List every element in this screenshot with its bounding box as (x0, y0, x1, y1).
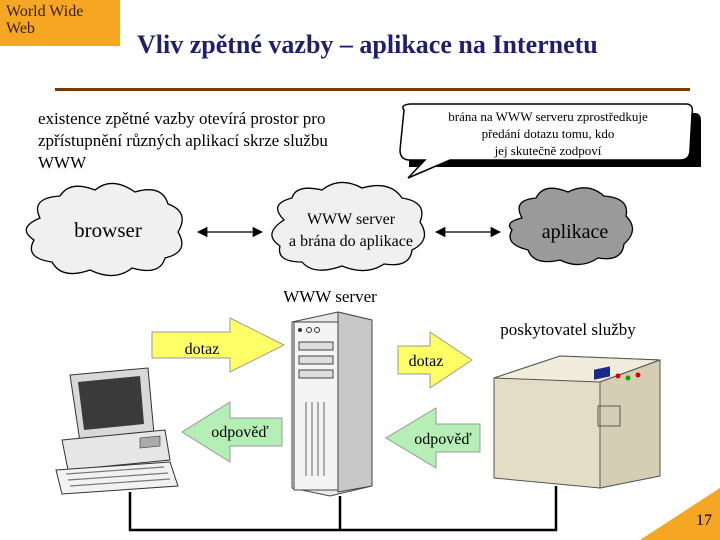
server-cloud: WWW server a brána do aplikace (271, 181, 426, 272)
query-arrow-left: dotaz (151, 317, 286, 373)
page-title: Vliv zpětné vazby – aplikace na Internet… (137, 30, 598, 59)
answer-left-label: odpověď (211, 424, 269, 441)
query-right-label: dotaz (409, 353, 444, 370)
query-arrow-right: dotaz (397, 331, 473, 389)
corner-tag: World Wide Web (0, 0, 120, 46)
provider-label: poskytovatel služby (500, 320, 636, 339)
server-cloud-line-1: WWW server (307, 211, 396, 228)
query-left-label: dotaz (185, 341, 220, 358)
callout-line-1: brána na WWW serveru zprostředkuje (448, 109, 648, 124)
page-corner-decoration (640, 488, 720, 540)
answer-arrow-right: odpověď (385, 407, 481, 469)
intro-text: existence zpětné vazby otevírá prostor p… (38, 109, 328, 172)
browser-cloud: browser (25, 182, 183, 277)
server-cloud-line-2: a brána do aplikace (289, 233, 413, 250)
title-divider (55, 88, 690, 91)
desktop-computer-icon (55, 367, 179, 495)
callout-bubble: brána na WWW serveru zprostředkuje předá… (399, 103, 701, 179)
network-cable (128, 486, 558, 532)
app-cloud: aplikace (508, 187, 634, 266)
server-tower-icon (291, 311, 373, 497)
answer-arrow-left: odpověď (181, 401, 283, 463)
provider-machine-icon (493, 355, 661, 489)
corner-tag-text: World Wide Web (6, 3, 84, 37)
answer-right-label: odpověď (414, 431, 472, 448)
server-label: WWW server (283, 287, 377, 306)
callout-line-2: předání dotazu tomu, kdo (482, 126, 615, 141)
browser-label: browser (74, 218, 142, 242)
app-label: aplikace (542, 221, 609, 243)
callout-line-3: jej skutečně zodpoví (494, 143, 602, 158)
page-number: 17 (696, 512, 712, 529)
